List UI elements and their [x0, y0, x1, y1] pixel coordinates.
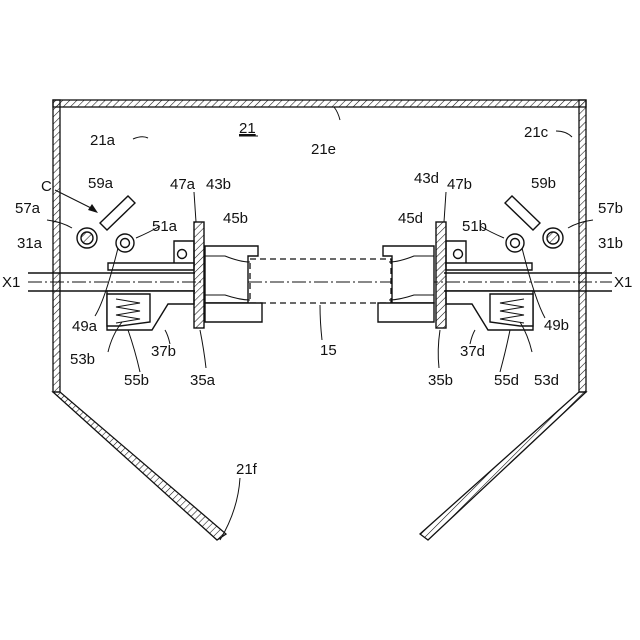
label-c: C — [41, 178, 52, 195]
label-45d: 45d — [398, 210, 423, 227]
label-21: 21 — [239, 120, 256, 137]
hub-45d — [378, 246, 434, 322]
workpiece-15 — [250, 259, 391, 303]
label-49b: 49b — [544, 317, 569, 334]
label-37d: 37d — [460, 343, 485, 360]
label-x1-left: X1 — [2, 274, 20, 291]
label-43b: 43b — [206, 176, 231, 193]
label-55b: 55b — [124, 372, 149, 389]
label-59a: 59a — [88, 175, 114, 192]
label-57b: 57b — [598, 200, 623, 217]
label-57a: 57a — [15, 200, 41, 217]
label-x1-right: X1 — [614, 274, 632, 291]
lever-59a — [100, 196, 135, 230]
label-21a: 21a — [90, 132, 116, 149]
label-35a: 35a — [190, 372, 216, 389]
label-21e: 21e — [311, 141, 336, 158]
lever-59b — [505, 196, 540, 230]
label-51a: 51a — [152, 218, 178, 235]
label-49a: 49a — [72, 318, 98, 335]
label-31b: 31b — [598, 235, 623, 252]
label-59b: 59b — [531, 175, 556, 192]
label-45b: 45b — [223, 210, 248, 227]
label-31a: 31a — [17, 235, 43, 252]
label-53b: 53b — [70, 351, 95, 368]
label-51b: 51b — [462, 218, 487, 235]
arrow-c — [55, 190, 98, 213]
label-47b: 47b — [447, 176, 472, 193]
label-55d: 55d — [494, 372, 519, 389]
label-37b: 37b — [151, 343, 176, 360]
label-21c: 21c — [524, 124, 549, 141]
label-43d: 43d — [414, 170, 439, 187]
hub-45b — [205, 246, 262, 322]
label-15: 15 — [320, 342, 337, 359]
label-47a: 47a — [170, 176, 196, 193]
label-35b: 35b — [428, 372, 453, 389]
label-53d: 53d — [534, 372, 559, 389]
chuck-assembly-right — [436, 222, 563, 330]
label-21f: 21f — [236, 461, 258, 478]
